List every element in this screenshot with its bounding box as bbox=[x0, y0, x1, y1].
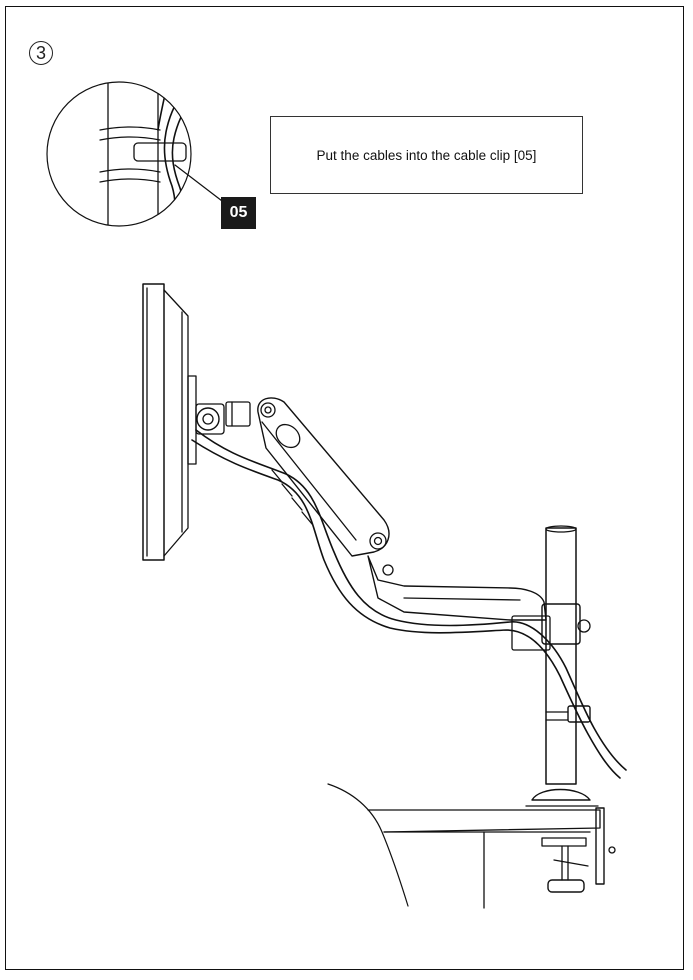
instruction-text: Put the cables into the cable clip [05] bbox=[316, 147, 537, 163]
lower-arm bbox=[367, 555, 547, 621]
monitor bbox=[142, 283, 197, 561]
detail-magnifier bbox=[46, 81, 227, 227]
page-frame bbox=[5, 6, 684, 970]
desk-clamp bbox=[327, 783, 616, 909]
cables bbox=[191, 429, 627, 779]
tilt-head bbox=[195, 401, 251, 435]
step-number: 3 bbox=[29, 41, 53, 65]
pole-assembly bbox=[511, 525, 599, 807]
part-label-05: 05 bbox=[221, 197, 256, 229]
instruction-box: Put the cables into the cable clip [05] bbox=[270, 116, 583, 194]
upper-arm bbox=[257, 397, 390, 557]
